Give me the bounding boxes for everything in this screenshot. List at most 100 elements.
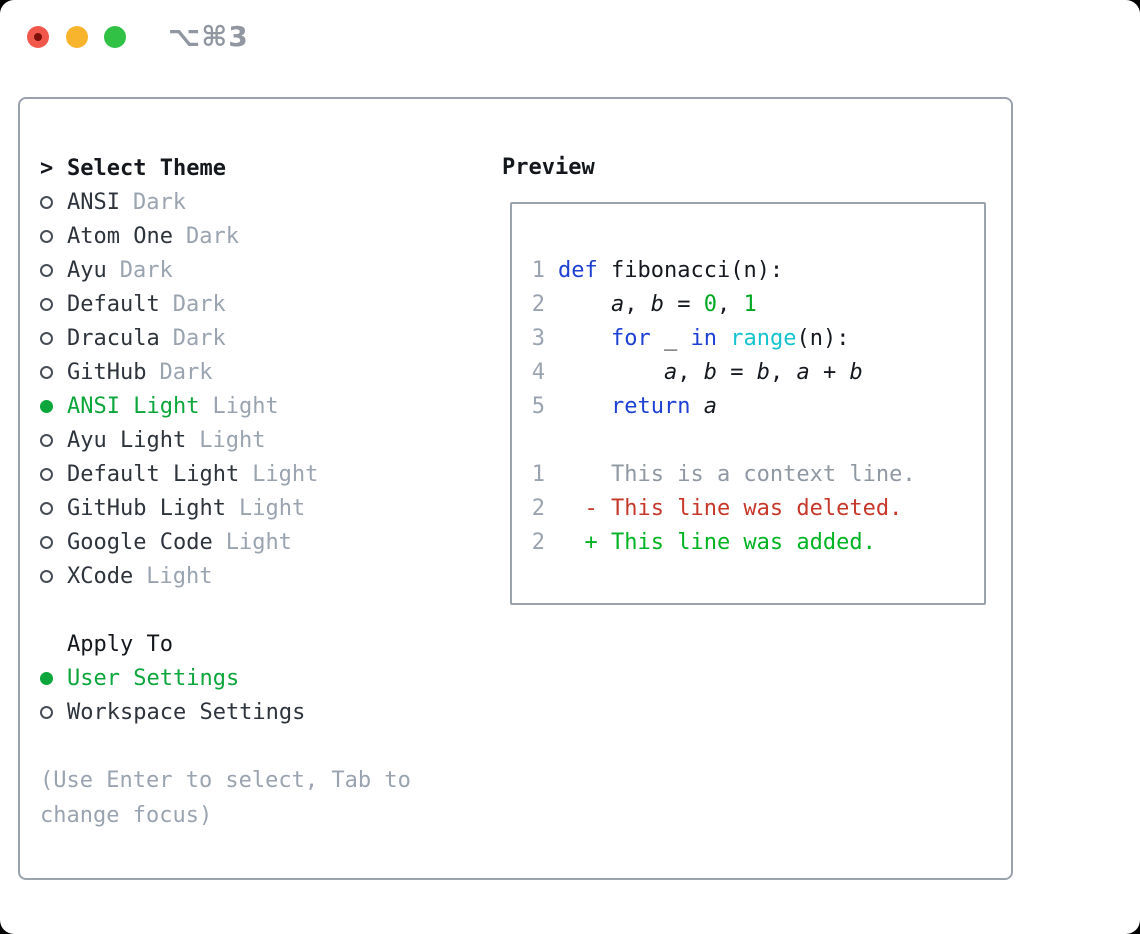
theme-select-title: Select Theme xyxy=(67,155,226,181)
preview-title: Preview xyxy=(502,155,595,180)
apply-to-option[interactable]: User Settings xyxy=(40,661,480,695)
radio-icon xyxy=(40,195,67,209)
theme-option-label: GitHub xyxy=(67,359,147,385)
theme-option-label: Google Code xyxy=(67,529,213,555)
token-var: a xyxy=(703,394,717,419)
radio-icon xyxy=(40,569,67,583)
theme-option[interactable]: Dracula Dark xyxy=(40,321,480,355)
minimize-button[interactable] xyxy=(66,26,88,48)
zoom-button[interactable] xyxy=(104,26,126,48)
token-plain xyxy=(690,394,703,419)
theme-option-label: Default Light xyxy=(67,461,240,487)
theme-variant-badge: Light xyxy=(238,495,306,521)
code-line xyxy=(518,424,984,458)
radio-icon xyxy=(40,331,67,345)
radio-circle xyxy=(40,671,53,685)
code-text: a, b = b, a + b xyxy=(558,356,863,390)
radio-icon xyxy=(40,433,67,447)
apply-to-option[interactable]: Workspace Settings xyxy=(40,695,480,729)
token-plain: , xyxy=(624,292,651,317)
radio-icon xyxy=(40,229,67,243)
token-builtin: range xyxy=(730,326,797,351)
token-var: b xyxy=(650,292,664,317)
token-var: a xyxy=(663,360,678,385)
token-plain xyxy=(558,360,664,385)
code-line: 5 return a xyxy=(518,390,984,424)
radio-circle xyxy=(40,263,53,277)
radio-icon xyxy=(40,263,67,277)
theme-option[interactable]: GitHub Light Light xyxy=(40,491,480,525)
theme-variant-badge: Dark xyxy=(159,359,213,385)
radio-selected-icon xyxy=(40,399,67,413)
token-plain xyxy=(558,292,611,317)
theme-option-label: ANSI xyxy=(67,189,120,215)
token-kw: def xyxy=(558,258,598,283)
token-plain xyxy=(717,326,730,351)
code-line: 1 This is a context line. xyxy=(518,458,984,492)
token-add: + This line was added. xyxy=(558,530,876,555)
token-num: 1 xyxy=(743,292,757,317)
line-number: 2 xyxy=(531,292,545,317)
radio-icon xyxy=(40,501,67,515)
code-line: 3 for _ in range(n): xyxy=(518,322,984,356)
token-plain: + xyxy=(809,360,850,385)
theme-option[interactable]: GitHub Dark xyxy=(40,355,480,389)
theme-option-label: Dracula xyxy=(67,325,160,351)
help-text: (Use Enter to select, Tab to change focu… xyxy=(40,768,411,828)
theme-variant-badge: Dark xyxy=(119,257,173,283)
token-var: b xyxy=(703,360,717,385)
token-num: 0 xyxy=(703,292,717,317)
theme-option-label: Ayu Light xyxy=(67,427,187,453)
line-number xyxy=(518,424,545,458)
code-text: + This line was added. xyxy=(558,526,876,560)
token-plain: , xyxy=(716,292,744,317)
code-line: 2 a, b = 0, 1 xyxy=(518,288,984,322)
radio-circle xyxy=(40,501,53,515)
token-plain: _ xyxy=(650,326,691,351)
theme-option-label: GitHub Light xyxy=(67,495,226,521)
apply-to-title: Apply To xyxy=(67,631,173,657)
close-button[interactable] xyxy=(27,26,49,48)
token-var: a xyxy=(796,360,810,385)
theme-option[interactable]: ANSI Dark xyxy=(40,185,480,219)
code-line: 2 - This line was deleted. xyxy=(518,492,984,526)
theme-variant-badge: Dark xyxy=(185,223,239,249)
theme-variant-badge: Light xyxy=(212,393,279,419)
theme-variant-badge: Dark xyxy=(172,325,226,351)
theme-variant-badge: Light xyxy=(146,563,213,589)
token-var: b xyxy=(849,360,863,385)
theme-variant-badge: Dark xyxy=(132,189,186,215)
radio-circle xyxy=(40,297,53,311)
line-number: 4 xyxy=(531,360,545,385)
theme-variant-badge: Dark xyxy=(172,291,226,317)
radio-icon xyxy=(40,535,67,549)
theme-select-header: > Select Theme xyxy=(40,151,480,185)
token-plain: fibonacci(n): xyxy=(597,258,784,283)
line-number: 2 xyxy=(531,530,545,555)
radio-icon xyxy=(40,705,67,719)
radio-circle xyxy=(40,229,53,243)
token-var: a xyxy=(610,292,625,317)
token-kw: in xyxy=(690,326,717,351)
radio-circle xyxy=(40,365,53,379)
line-number: 5 xyxy=(531,394,545,419)
code-line: 2 + This line was added. xyxy=(518,526,984,560)
titlebar: ⌥⌘3 xyxy=(27,20,427,54)
radio-icon xyxy=(40,365,67,379)
code-text: This is a context line. xyxy=(558,458,916,492)
code-text: for _ in range(n): xyxy=(558,322,849,356)
token-plain xyxy=(558,394,611,419)
token-del: - This line was deleted. xyxy=(558,496,903,521)
